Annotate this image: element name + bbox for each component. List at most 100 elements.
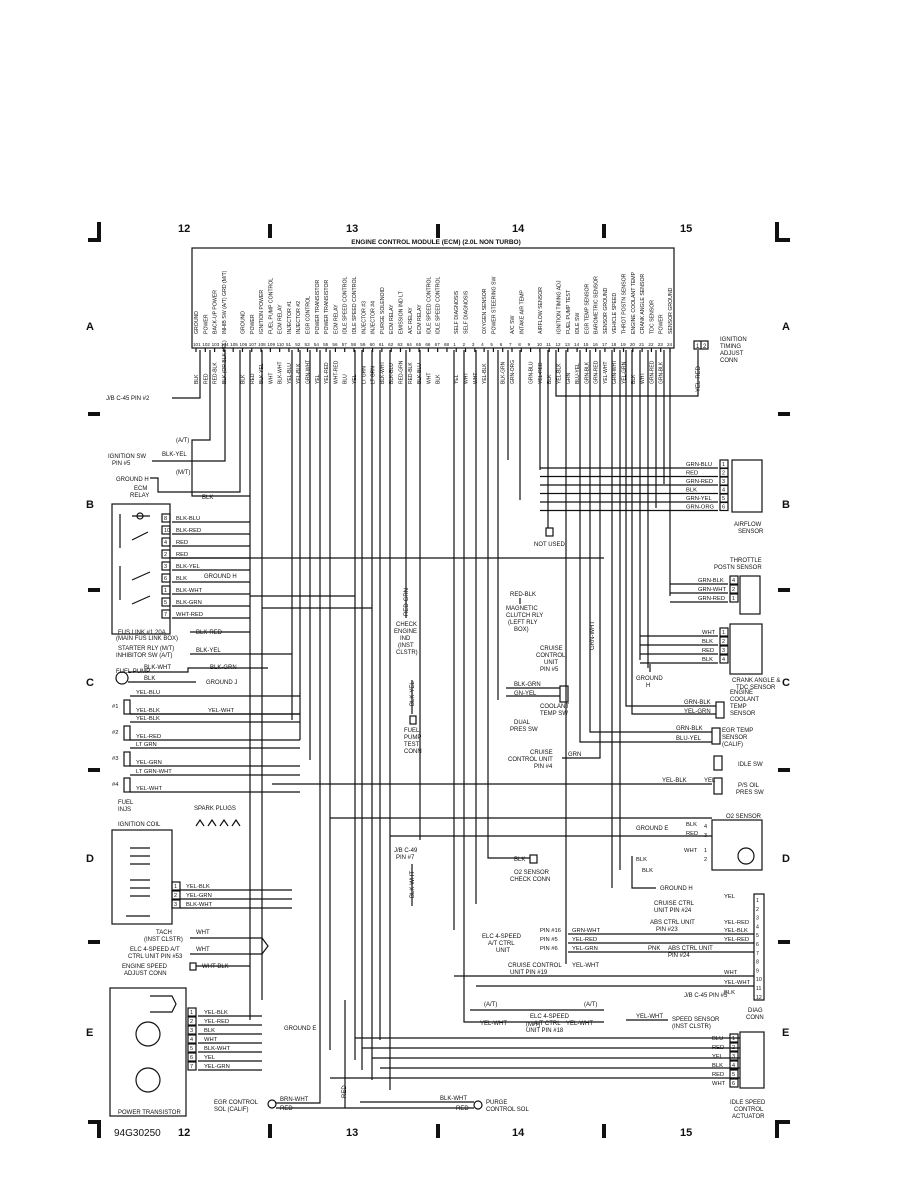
relay-pin: 6 [164, 576, 167, 582]
ecm-pin-wire: GRN-RED [594, 360, 600, 384]
ecm-pin-wire: BLK [194, 374, 200, 384]
ecm-pin-wire: RED-GRN [398, 360, 404, 384]
eng-speed-wire: WHT-BLK [202, 964, 229, 970]
check-engine-label-4: (INST [398, 643, 414, 649]
coil-wire: YEL-BLK [186, 884, 210, 890]
diag-wire: YEL [724, 894, 736, 900]
ecm-pin-wire: GRN-BLK [584, 361, 590, 384]
ecm-pin-wire: BLK [547, 374, 553, 384]
starter-wire: BLK-YEL [196, 648, 221, 654]
ecm-pin-number: 3 [472, 342, 475, 347]
grid-ticks [88, 224, 790, 1138]
ecm-pin-function: BACK-UP POWER [213, 290, 219, 334]
ecm-pin-number: 4 [481, 342, 484, 347]
o2-check-label: O2 SENSOR [514, 870, 550, 876]
injector-number: #2 [112, 730, 118, 736]
relay-wire: BLK-GRN [176, 600, 202, 606]
pin-cell [729, 1051, 739, 1061]
ecm-pin-function: FUEL PUMP CONTROL [268, 278, 274, 334]
airflow-pin: 5 [722, 496, 725, 502]
pt-pin: 2 [190, 1019, 193, 1025]
pin-cell [729, 575, 739, 585]
ign-timing-label-4: CONN [720, 358, 738, 364]
ground-e-right-label: GROUND E [636, 826, 668, 832]
ecm-pin-function: VEHICLE SPEED [612, 293, 618, 334]
ecm-box [191, 247, 675, 349]
ecm-pin-function: INJECTOR #2 [296, 301, 302, 334]
airflow-wire: RED [686, 471, 698, 477]
ecm-pin-number: 54 [314, 342, 320, 347]
diag-wire: YEL-RED [724, 920, 749, 926]
ecm-pin-number: 16 [593, 342, 599, 347]
pin-cell [719, 501, 729, 512]
isc-wire: YEL [712, 1054, 724, 1060]
ecm-pin-wire: BLK-WHT [278, 362, 284, 385]
ecm-pin-number: 109 [267, 342, 275, 347]
injector-wire: YEL-BLK [136, 716, 160, 722]
ecm-pin-wire: YEL-BLK [296, 363, 302, 384]
pin-cell [161, 525, 171, 535]
fus-link-wire: BLK-RED [196, 630, 223, 636]
diag-pin: 6 [756, 942, 759, 948]
tdc-sensor-label: TDC SENSOR [736, 685, 776, 691]
relay-wire: BLK-RED [176, 528, 201, 534]
ecm-pin-function: ECM RELAY [333, 304, 339, 334]
pin-cell [161, 549, 171, 559]
ecm-pin-function: A/C SW [510, 315, 516, 334]
injector-icon [123, 699, 131, 715]
grid-col-12: 12 [178, 223, 190, 235]
abs24-label: ABS CTRL UNIT [668, 946, 713, 952]
red-grn-wire: RED-GRN [404, 588, 410, 616]
egr-wire-1: BRN-WHT [280, 1097, 309, 1103]
diag-wire: YEL-BLK [724, 928, 748, 934]
diag-conn-box [753, 893, 765, 1001]
pin-cell [729, 593, 739, 603]
idle-sw-label: IDLE SW [738, 762, 763, 768]
yel-wht-mid-wire: YEL-WHT [480, 1021, 507, 1027]
pin-cell [187, 1034, 197, 1044]
ecm-pin-function: SENSOR GROUND [668, 287, 674, 334]
ecm-pin-number: 104 [221, 342, 229, 347]
check-engine-label: CHECK [396, 622, 417, 628]
crank-wire: RED [702, 648, 714, 654]
airflow-sensor-label: SENSOR [738, 529, 764, 535]
fuel-pump-test-label-3: TEST [404, 742, 420, 748]
o2-sensor-box [711, 819, 763, 871]
grid-row-e-left: E [86, 1027, 93, 1039]
abs23-pin-label: PIN #23 [656, 927, 678, 933]
ecm-pin-number: 56 [332, 342, 338, 347]
ecm-pin-wire: GRN-ORG [510, 360, 516, 384]
diag-pin: 1 [756, 898, 759, 904]
ecm-pin-function: POWER [250, 314, 256, 334]
o2-wire: WHT [684, 848, 698, 854]
o2-check-conn-label: CHECK CONN [510, 877, 550, 883]
purge-control-label: CONTROL SOL [486, 1107, 529, 1113]
ecm-pin-wire: WHT-RED [333, 360, 339, 384]
airflow-label: AIRFLOW [734, 522, 762, 528]
ecm-pin-number: 67 [435, 342, 441, 347]
ecm-pin-number: 10 [537, 342, 543, 347]
relay-pin: 8 [164, 516, 167, 522]
ecm-pin-number: 110 [277, 342, 285, 347]
yel-wht-speed-wire: YEL-WHT [636, 1014, 663, 1020]
diag-wire: WHT [724, 970, 738, 976]
ecm-pin-number: 8 [518, 342, 521, 347]
ecm-pin-function: ECM RELAY [278, 304, 284, 334]
cruise-pin5-label-4: PIN #5 [540, 667, 559, 673]
ecm-pin-number: 7 [509, 342, 512, 347]
dual-pres-sw-label: DUAL [514, 720, 531, 726]
ecm-pin-number: 14 [574, 342, 580, 347]
diag-pin: 12 [756, 995, 762, 1001]
egr-temp-label: EGR TEMP [722, 728, 753, 734]
ecm-pin-function: EMISSION IND LT [398, 290, 404, 334]
pin-cell [161, 597, 171, 607]
elc-pin: PIN #6 [540, 946, 558, 952]
ground-j-label: GROUND J [206, 680, 237, 686]
relay-pin: 4 [164, 540, 167, 546]
throttle-label: THROTTLE [730, 558, 762, 564]
ecm-pin-number: 65 [416, 342, 422, 347]
pin-cell [161, 585, 171, 595]
ground-e-left-label: GROUND E [284, 1026, 316, 1032]
